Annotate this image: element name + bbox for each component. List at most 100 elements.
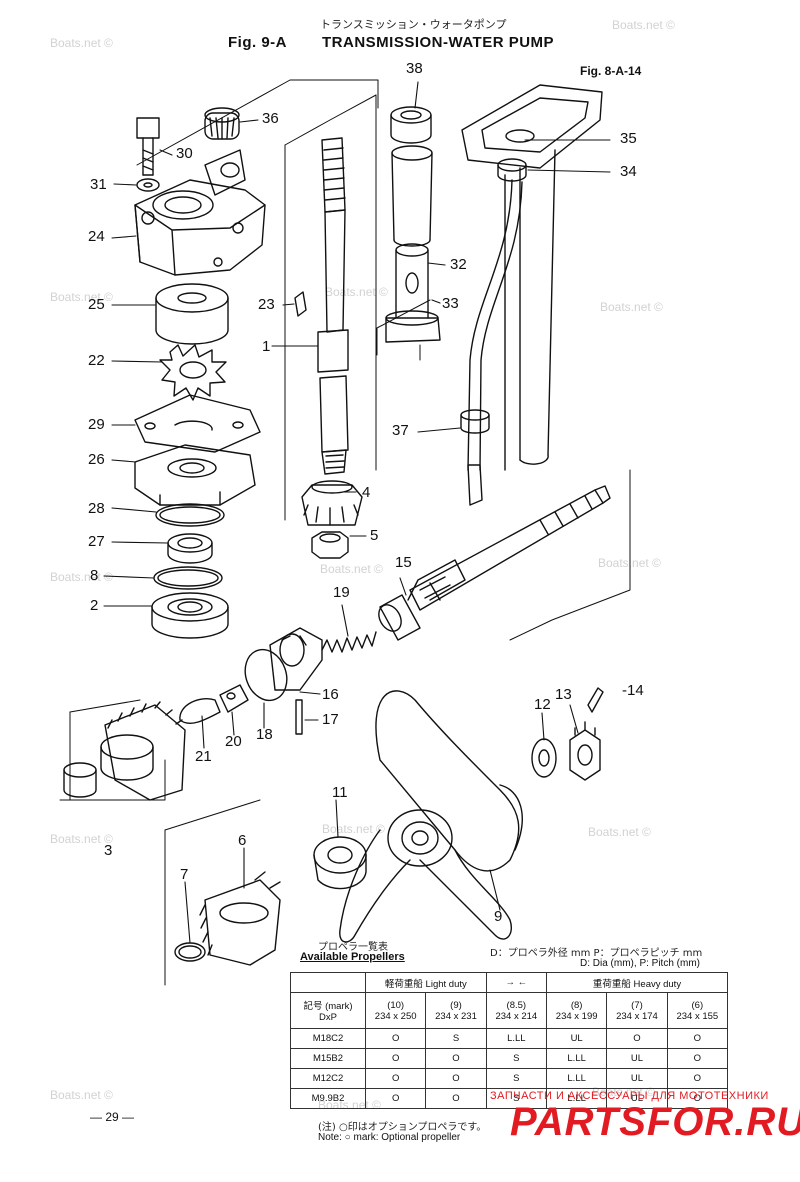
- grommet: [204, 107, 240, 140]
- table-cell: S: [485, 1048, 547, 1069]
- size-cell: (7)234 x 174: [606, 992, 668, 1029]
- part-number-16: 16: [322, 686, 339, 703]
- o-ring: [155, 503, 225, 527]
- part-number-12: 12: [534, 696, 551, 713]
- mark-label: 記号 (mark): [303, 1001, 353, 1012]
- model-cell: M9.9B2: [290, 1088, 366, 1109]
- clutch-dog: [269, 627, 323, 691]
- table-row: M18C2 O S L.LL UL O O: [290, 1028, 729, 1049]
- watermark: Boats.net ©: [50, 570, 113, 584]
- part-number-32: 32: [450, 256, 467, 273]
- size-value: 234 x 199: [555, 1010, 598, 1022]
- impeller: [159, 344, 227, 401]
- cotter-pin: [587, 687, 604, 713]
- propeller-table: 軽荷重船 Light duty → ← 重荷重船 Heavy duty 記号 (…: [290, 972, 729, 1109]
- model-cell: M15B2: [290, 1048, 366, 1069]
- title-japanese: トランスミッション・ウォータポンプ: [320, 18, 507, 31]
- table-cell: L.LL: [545, 1068, 608, 1089]
- washer-hole: [143, 182, 153, 188]
- part-number-5: 5: [370, 527, 379, 544]
- part-number-17: 17: [322, 711, 339, 728]
- size-value: 234 x 250: [374, 1010, 417, 1022]
- part-number-33: 33: [442, 295, 459, 312]
- brand-tagline: ЗАПЧАСТИ И АКСЕССУАРЫ ДЛЯ МОТОТЕХНИКИ: [490, 1090, 769, 1102]
- propeller-legend-jp: D：プロペラ外径 mm P：プロペラピッチ mm: [490, 948, 703, 959]
- size-cell: (6)234 x 155: [666, 992, 729, 1029]
- water-pipe: [460, 179, 523, 506]
- impeller-cartridge: [155, 283, 229, 345]
- watermark: Boats.net ©: [588, 825, 651, 839]
- part-number-18: 18: [256, 726, 273, 743]
- o-ring-inner: [157, 569, 219, 587]
- size-code: (8): [570, 999, 583, 1011]
- gasket: [134, 394, 261, 453]
- watermark: Boats.net ©: [600, 300, 663, 314]
- watermark: Boats.net ©: [50, 36, 113, 50]
- clutch-ring: [244, 648, 288, 702]
- watermark: Boats.net ©: [320, 562, 383, 576]
- part-number-35: 35: [620, 130, 637, 147]
- part-number-3: 3: [104, 842, 113, 859]
- dxp-label: DxP: [319, 1012, 337, 1023]
- group-bracket-lines: [59, 79, 631, 986]
- size-cell: (9)234 x 231: [425, 992, 487, 1029]
- part-number-23: 23: [258, 296, 275, 313]
- part-number-34: 34: [620, 163, 637, 180]
- part-number-30: 30: [176, 145, 193, 162]
- bearing: [151, 592, 229, 639]
- watermark: Boats.net ©: [598, 556, 661, 570]
- note-optional-propeller: Note: ○ mark: Optional propeller: [318, 1132, 461, 1143]
- watermark: Boats.net ©: [325, 285, 388, 299]
- propeller-legend: D: Dia (mm), P: Pitch (mm): [580, 958, 700, 969]
- part-number-27: 27: [88, 533, 105, 550]
- table-cell: O: [364, 1088, 427, 1109]
- propeller-shaft: [378, 485, 611, 641]
- part-number-15: 15: [395, 554, 412, 571]
- size-value: 234 x 155: [676, 1010, 719, 1022]
- part-number-25: 25: [88, 296, 105, 313]
- table-cell: O: [425, 1048, 487, 1069]
- page-number: — 29 —: [90, 1110, 135, 1124]
- part-number-1: 1: [262, 338, 271, 355]
- casing-seal: [497, 158, 527, 182]
- size-code: (8.5): [506, 999, 527, 1011]
- part-number-26: 26: [88, 451, 105, 468]
- gear-shim-inner: [178, 945, 202, 959]
- note-japanese: (注) ○印はオプションプロペラです。: [318, 1122, 487, 1133]
- table-cell: O: [425, 1068, 487, 1089]
- water-pump-housing: [134, 149, 266, 276]
- size-cell: (8.5)234 x 214: [485, 992, 547, 1029]
- table-cell: O: [425, 1088, 487, 1109]
- part-number-20: 20: [225, 733, 242, 750]
- table-cell: → ←: [486, 972, 547, 993]
- brand-logo: PARTSFOR.RU: [510, 1100, 800, 1144]
- model-cell: M18C2: [290, 1028, 366, 1049]
- upper-casing: [461, 84, 603, 471]
- size-value: 234 x 214: [495, 1010, 538, 1022]
- woodruff-key: [294, 291, 307, 317]
- figure-label: Fig. 9-A: [228, 34, 287, 51]
- part-number-37: 37: [392, 422, 409, 439]
- part-number-8: 8: [90, 567, 99, 584]
- part-number-24: 24: [88, 228, 105, 245]
- part-number-6: 6: [238, 832, 247, 849]
- page-title: TRANSMISSION-WATER PUMP: [322, 34, 555, 51]
- leader-lines: [103, 81, 611, 944]
- size-cell: (10)234 x 250: [364, 992, 427, 1029]
- part-number-21: 21: [195, 748, 212, 765]
- size-code: (9): [450, 999, 462, 1011]
- table-cell: O: [666, 1028, 729, 1049]
- part-number-29: 29: [88, 416, 105, 433]
- table-cell: [290, 972, 366, 993]
- table-header-duty: 軽荷重船 Light duty → ← 重荷重船 Heavy duty: [290, 972, 729, 993]
- forward-gear-bearing: [63, 762, 97, 798]
- cross-pin: [295, 699, 303, 735]
- spring: [321, 631, 377, 653]
- pinion-gear: [301, 480, 363, 526]
- castle-nut: [569, 721, 601, 781]
- bolt: [136, 117, 160, 176]
- prop-washer-hole: [538, 749, 550, 767]
- size-cell: (8)234 x 199: [545, 992, 608, 1029]
- plunger: [219, 684, 249, 713]
